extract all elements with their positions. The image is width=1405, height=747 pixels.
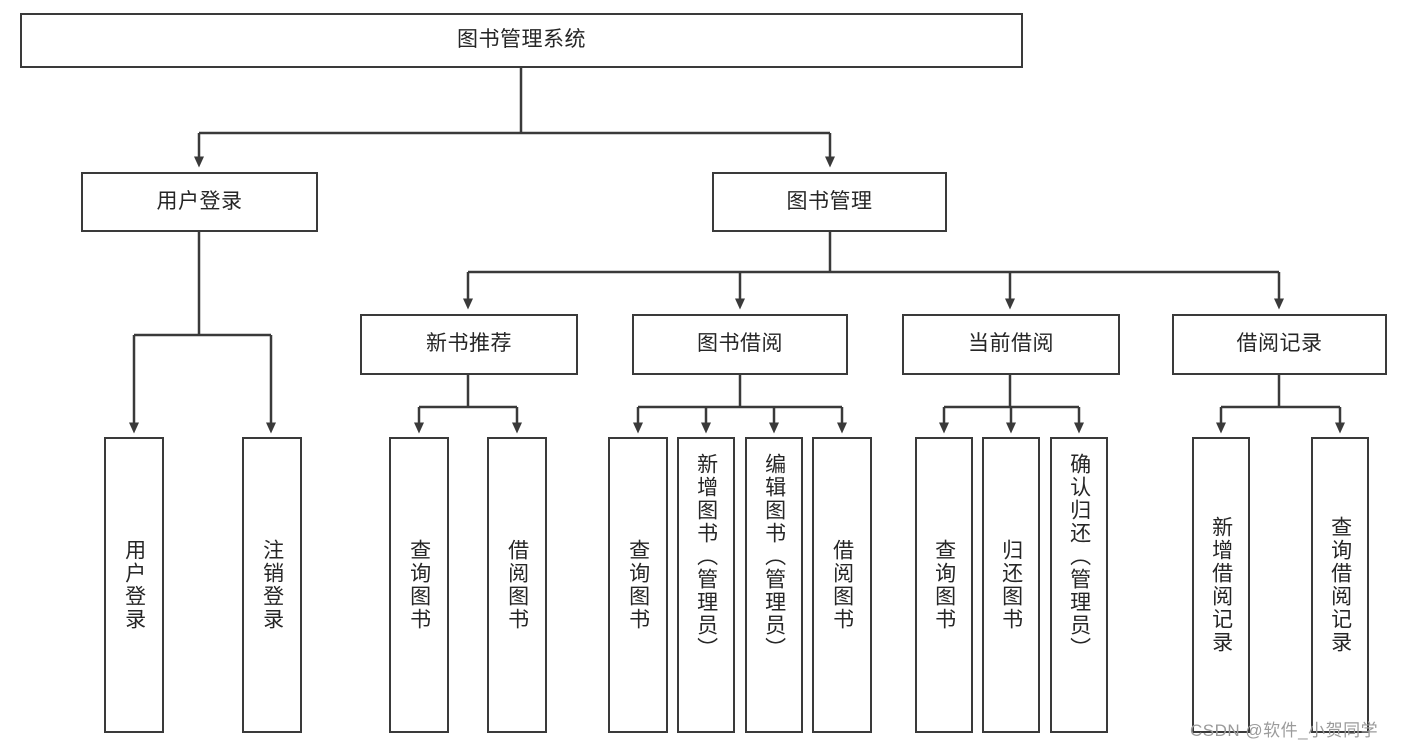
node-current-borrow[interactable]: 当前借阅 <box>902 314 1120 375</box>
node-root[interactable]: 图书管理系统 <box>20 13 1023 68</box>
node-leaf-query-book-2[interactable]: 查询图书 <box>608 437 668 733</box>
node-borrow-record-label: 借阅记录 <box>1236 332 1323 356</box>
node-leaf-borrow-book-2[interactable]: 借阅图书 <box>812 437 872 733</box>
node-leaf-edit-book-label: 编辑图书（管理员） <box>762 453 786 660</box>
node-leaf-borrow-book-2-label: 借阅图书 <box>830 539 854 631</box>
node-leaf-add-book-label: 新增图书（管理员） <box>694 453 718 660</box>
node-leaf-add-book[interactable]: 新增图书（管理员） <box>677 437 735 733</box>
node-leaf-return-book-label: 归还图书 <box>999 539 1023 631</box>
node-leaf-edit-book[interactable]: 编辑图书（管理员） <box>745 437 803 733</box>
node-leaf-add-record[interactable]: 新增借阅记录 <box>1192 437 1250 733</box>
node-borrow-record[interactable]: 借阅记录 <box>1172 314 1387 375</box>
node-book-borrow-label: 图书借阅 <box>697 332 783 356</box>
node-user-login-label: 用户登录 <box>156 189 243 213</box>
node-leaf-borrow-book-1-label: 借阅图书 <box>505 539 529 631</box>
node-leaf-query-book-2-label: 查询图书 <box>626 539 650 631</box>
node-leaf-return-book[interactable]: 归还图书 <box>982 437 1040 733</box>
node-leaf-logout-label: 注销登录 <box>260 539 284 631</box>
node-new-book-recommend[interactable]: 新书推荐 <box>360 314 578 375</box>
node-leaf-query-book-1-label: 查询图书 <box>407 539 431 631</box>
csdn-watermark: CSDN @软件_小贺同学 <box>1190 721 1379 740</box>
node-user-login[interactable]: 用户登录 <box>81 172 318 232</box>
node-leaf-query-book-3[interactable]: 查询图书 <box>915 437 973 733</box>
node-leaf-confirm-return-label: 确认归还（管理员） <box>1067 453 1091 660</box>
node-leaf-add-record-label: 新增借阅记录 <box>1209 516 1233 654</box>
node-book-manage-label: 图书管理 <box>786 189 873 213</box>
node-leaf-query-record[interactable]: 查询借阅记录 <box>1311 437 1369 733</box>
node-leaf-query-book-1[interactable]: 查询图书 <box>389 437 449 733</box>
node-current-borrow-label: 当前借阅 <box>968 332 1054 356</box>
node-new-book-recommend-label: 新书推荐 <box>426 332 512 356</box>
node-leaf-user-login-label: 用户登录 <box>122 539 146 631</box>
node-root-label: 图书管理系统 <box>457 28 586 52</box>
node-book-borrow[interactable]: 图书借阅 <box>632 314 848 375</box>
node-leaf-query-record-label: 查询借阅记录 <box>1328 516 1352 654</box>
node-book-manage[interactable]: 图书管理 <box>712 172 947 232</box>
node-leaf-query-book-3-label: 查询图书 <box>932 539 956 631</box>
node-leaf-logout[interactable]: 注销登录 <box>242 437 302 733</box>
node-leaf-borrow-book-1[interactable]: 借阅图书 <box>487 437 547 733</box>
node-leaf-user-login[interactable]: 用户登录 <box>104 437 164 733</box>
node-leaf-confirm-return[interactable]: 确认归还（管理员） <box>1050 437 1108 733</box>
